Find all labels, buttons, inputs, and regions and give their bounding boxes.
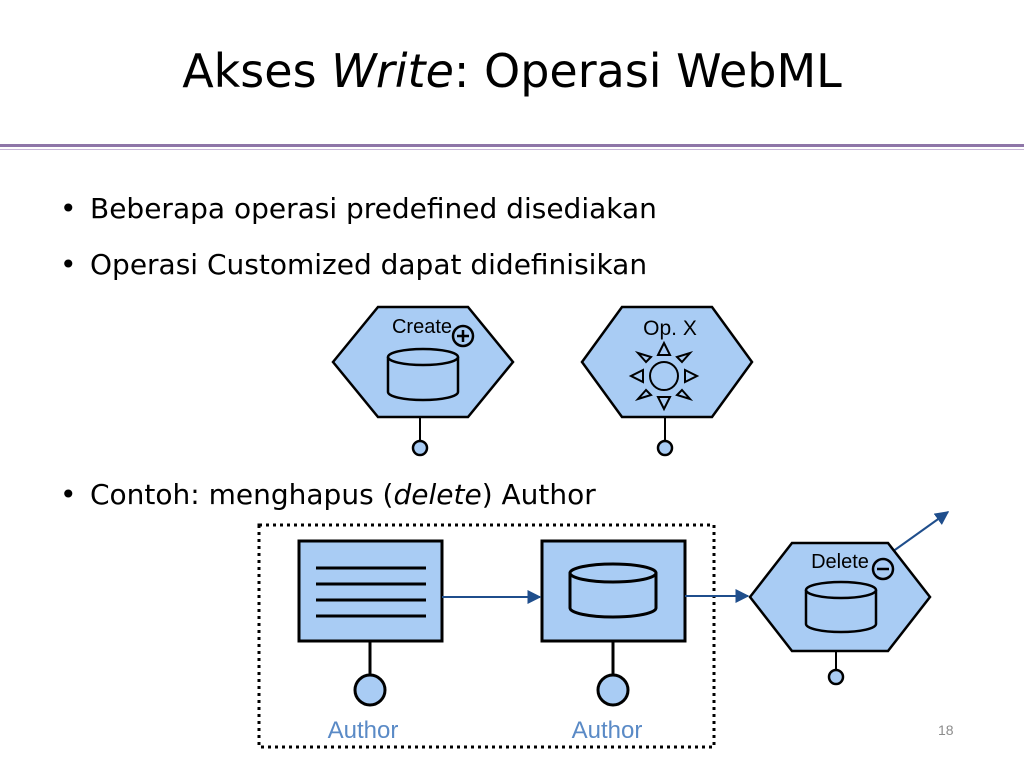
opx-label: Op. X (643, 317, 697, 340)
bullet-dot: • (60, 478, 77, 511)
index-unit-box (297, 539, 444, 643)
minus-icon (871, 557, 895, 581)
title-suffix: : Operasi WebML (453, 44, 842, 98)
index-port (353, 673, 387, 707)
data-unit-label: Author (572, 717, 643, 744)
bullet-example: • Contoh: menghapus (delete) Author (60, 478, 596, 511)
bullet-text-after: ) Author (481, 478, 596, 511)
opx-operation-unit: Op. X (580, 305, 754, 457)
database-icon (386, 347, 460, 402)
delete-operation-unit: Delete (748, 541, 932, 686)
delete-port (827, 668, 845, 686)
sun-icon (628, 340, 700, 412)
bullet-text-italic: delete (393, 478, 482, 511)
data-port (596, 673, 630, 707)
list-icon (316, 566, 426, 618)
create-port (411, 439, 429, 457)
opx-port (656, 439, 674, 457)
delete-label: Delete (811, 551, 869, 573)
plus-icon (451, 324, 475, 348)
bullet-customized: • Operasi Customized dapat didefinisikan (60, 248, 647, 281)
bullet-predefined: • Beberapa operasi predefined disediakan (60, 192, 657, 225)
database-icon (568, 562, 658, 619)
create-operation-unit: Create (331, 305, 515, 457)
title-divider-shadow (0, 149, 1024, 150)
bullet-text-before: Contoh: menghapus ( (90, 478, 394, 511)
title-prefix: Akses (182, 44, 332, 98)
create-label: Create (392, 316, 452, 338)
page-boundary-dotted (257, 523, 716, 749)
bullet-text: Operasi Customized dapat didefinisikan (90, 248, 648, 281)
data-unit: Author (540, 539, 687, 744)
bullet-dot: • (60, 192, 77, 225)
arrow-delete-out (891, 511, 950, 553)
slide-title: Akses Write: Operasi WebML (0, 44, 1024, 98)
database-icon (804, 580, 878, 634)
title-divider (0, 144, 1024, 147)
bullet-text: Beberapa operasi predefined disediakan (90, 192, 657, 225)
title-italic: Write (331, 44, 454, 98)
index-unit: Author (297, 539, 444, 744)
bullet-dot: • (60, 248, 77, 281)
page-number: 18 (938, 722, 954, 738)
index-unit-label: Author (328, 717, 399, 744)
